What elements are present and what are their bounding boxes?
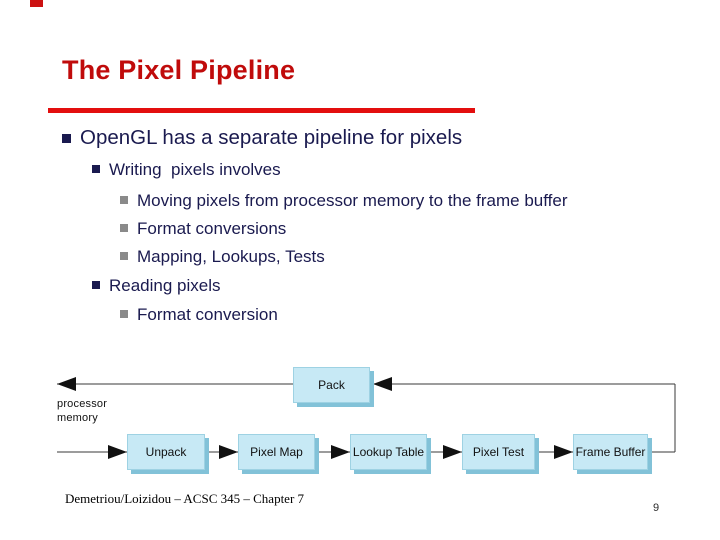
bullet-square-icon	[120, 252, 128, 260]
page-title: The Pixel Pipeline	[62, 55, 296, 85]
bullet-square-icon	[120, 196, 128, 204]
page-number: 9	[653, 502, 660, 514]
bullet-square-icon	[120, 224, 128, 232]
diagram-box-pixel-map: Pixel Map	[238, 434, 315, 470]
bullet-text: Mapping, Lookups, Tests	[137, 247, 325, 266]
bullet-item-level3: Mapping, Lookups, Tests	[120, 246, 325, 267]
corner-accent-mark	[30, 0, 43, 7]
bullet-text: Reading pixels	[109, 276, 221, 295]
bullet-text: Format conversions	[137, 219, 287, 238]
bullet-item-level3: Moving pixels from processor memory to t…	[120, 190, 568, 211]
bullet-square-icon	[92, 281, 100, 289]
arrow-right-icon	[443, 445, 462, 459]
diagram-box-unpack: Unpack	[127, 434, 205, 470]
bullet-square-icon	[92, 165, 100, 173]
diagram-box-pixel-test: Pixel Test	[462, 434, 535, 470]
diagram-box-frame-buffer: Frame Buffer	[573, 434, 648, 470]
bullet-text: Moving pixels from processor memory to t…	[137, 191, 568, 210]
arrow-right-icon	[108, 445, 127, 459]
bullet-text: OpenGL has a separate pipeline for pixel…	[80, 126, 463, 149]
footer-credit: Demetriou/Loizidou – ACSC 345 – Chapter …	[65, 491, 305, 506]
bullet-text: Format conversion	[137, 305, 278, 324]
bullet-item-level2: Reading pixels	[92, 275, 221, 296]
arrow-right-icon	[331, 445, 350, 459]
title-underline-rule	[48, 108, 475, 113]
bullet-square-icon	[120, 310, 128, 318]
bullet-item-level3: Format conversion	[120, 304, 278, 325]
bullet-text: Writing pixels involves	[109, 160, 281, 179]
arrow-left-icon	[373, 377, 392, 391]
arrow-right-icon	[554, 445, 573, 459]
bullet-item-level3: Format conversions	[120, 218, 286, 239]
arrow-right-icon	[219, 445, 238, 459]
diagram-box-lookup-table: Lookup Table	[350, 434, 427, 470]
processor-memory-label: processor memory	[57, 398, 108, 424]
arrow-left-icon	[57, 377, 76, 391]
bullet-item-level1: OpenGL has a separate pipeline for pixel…	[62, 126, 462, 150]
bullet-square-icon	[62, 134, 71, 143]
diagram-box-pack: Pack	[293, 367, 370, 403]
bullet-item-level2: Writing pixels involves	[92, 159, 281, 180]
